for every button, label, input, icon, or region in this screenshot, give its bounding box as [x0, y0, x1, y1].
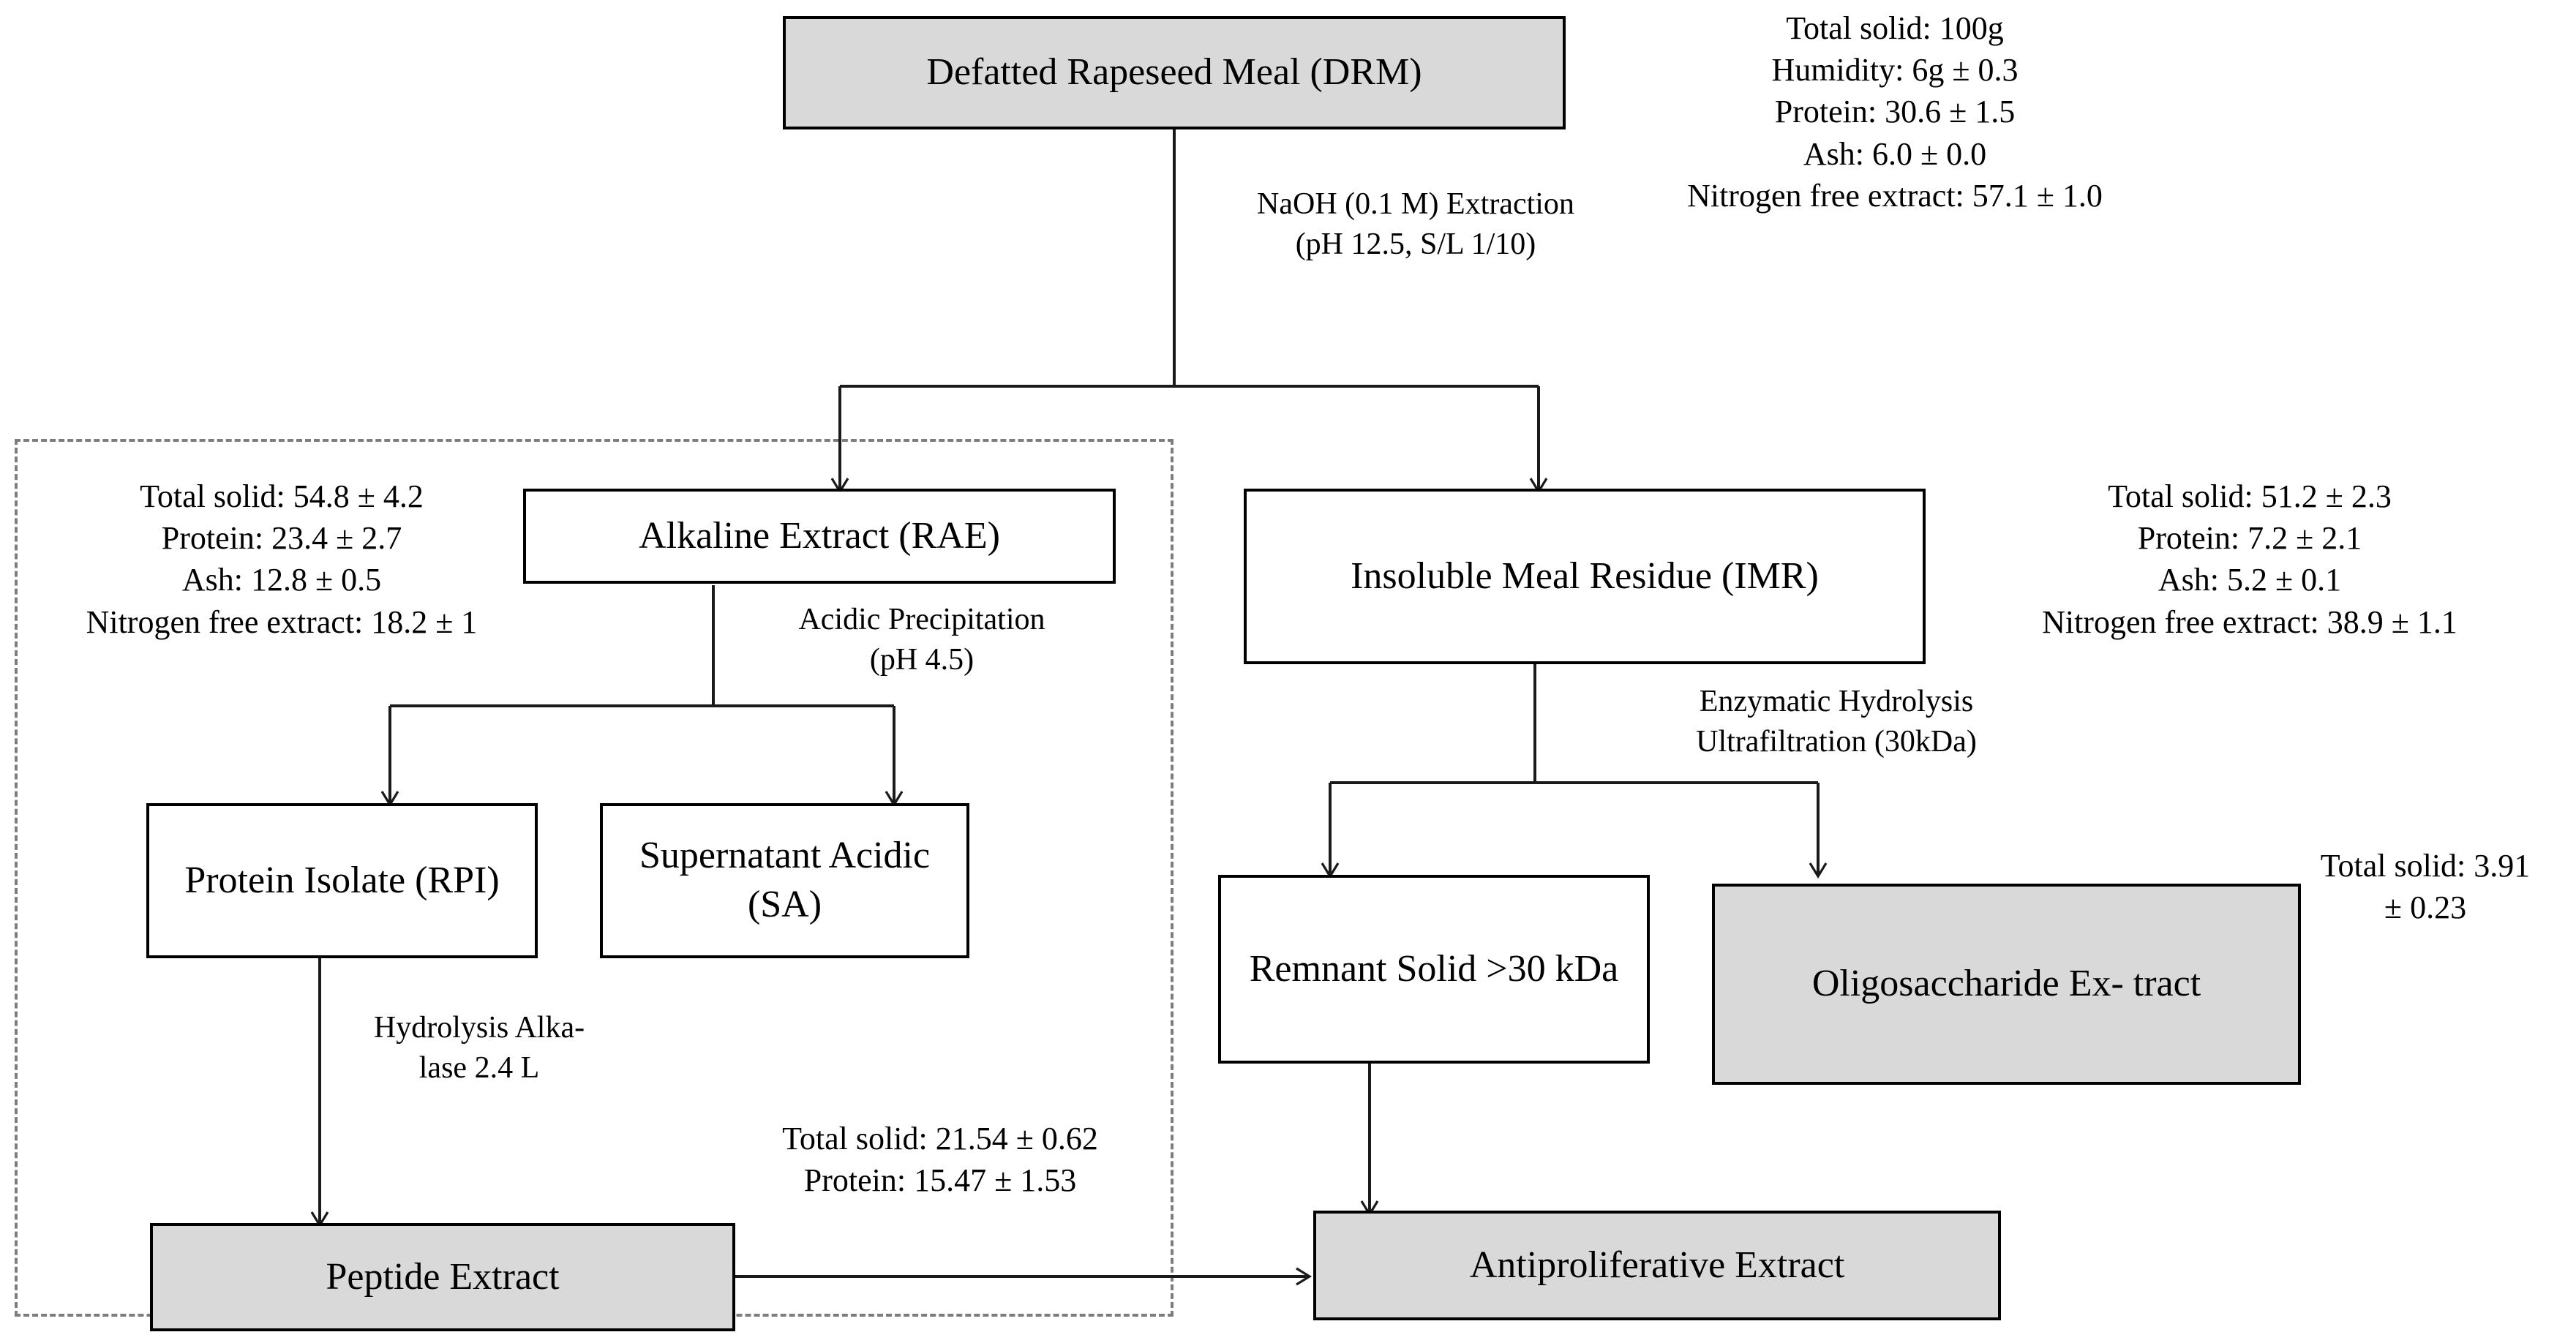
node-antiproliferative-extract[interactable]: Antiproliferative Extract — [1313, 1211, 2001, 1320]
composition-rae: Total solid: 54.8 ± 4.2 Protein: 23.4 ± … — [86, 478, 478, 640]
node-label-oligo: Oligosaccharide Ex- tract — [1811, 963, 2201, 1005]
node-label-peptide: Peptide Extract — [326, 1255, 560, 1298]
node-label-rae: Alkaline Extract (RAE) — [639, 514, 1000, 557]
process-label-naoh-extraction: NaOH (0.1 M) Extraction (pH 12.5, S/L 1/… — [1257, 187, 1574, 261]
composition-imr: Total solid: 51.2 ± 2.3 Protein: 7.2 ± 2… — [2042, 478, 2457, 640]
node-label-remnant: Remnant Solid >30 kDa — [1249, 947, 1619, 990]
node-label-rpi: Protein Isolate (RPI) — [184, 859, 500, 901]
node-peptide-extract[interactable]: Peptide Extract — [150, 1223, 735, 1331]
node-alkaline-extract[interactable]: Alkaline Extract (RAE) — [523, 489, 1116, 584]
composition-oligosaccharide: Total solid: 3.91 ± 0.23 — [2320, 848, 2531, 926]
process-label-acidic-precipitation: Acidic Precipitation (pH 4.5) — [798, 603, 1045, 677]
node-label-drm: Defatted Rapeseed Meal (DRM) — [926, 51, 1422, 94]
node-label-imr: Insoluble Meal Residue (IMR) — [1351, 554, 1819, 597]
node-supernatant-acidic[interactable]: Supernatant Acidic (SA) — [600, 803, 969, 958]
process-label-hydrolysis-alkalase: Hydrolysis Alka- lase 2.4 L — [373, 1011, 585, 1085]
node-oligosaccharide-extract[interactable]: Oligosaccharide Ex- tract — [1712, 884, 2301, 1085]
composition-peptide: Total solid: 21.54 ± 0.62 Protein: 15.47… — [782, 1121, 1098, 1199]
node-label-antipro: Antiproliferative Extract — [1469, 1244, 1845, 1286]
node-defatted-rapeseed-meal[interactable]: Defatted Rapeseed Meal (DRM) — [783, 16, 1566, 129]
node-protein-isolate[interactable]: Protein Isolate (RPI) — [146, 803, 538, 958]
node-label-sa: Supernatant Acidic (SA) — [639, 835, 931, 925]
node-remnant-solid[interactable]: Remnant Solid >30 kDa — [1218, 875, 1650, 1064]
process-label-enzymatic-hydrolysis: Enzymatic Hydrolysis Ultrafiltration (30… — [1696, 685, 1977, 759]
composition-drm: Total solid: 100g Humidity: 6g ± 0.3 Pro… — [1687, 10, 2103, 214]
node-insoluble-meal-residue[interactable]: Insoluble Meal Residue (IMR) — [1244, 489, 1926, 664]
